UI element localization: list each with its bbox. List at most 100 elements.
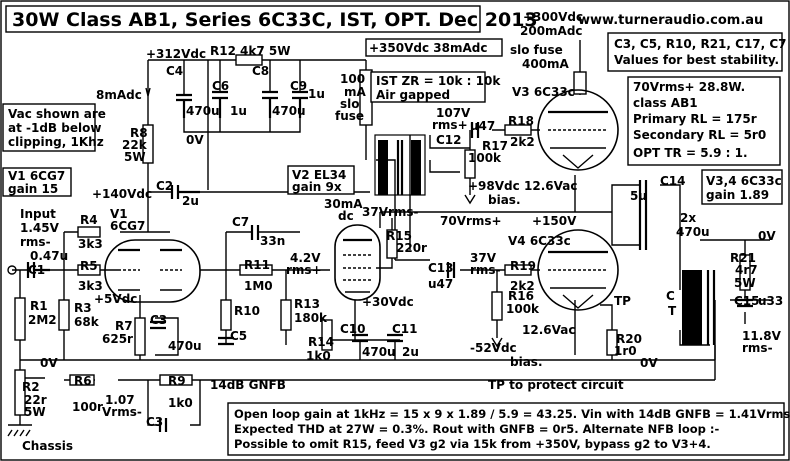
cap-c5 [218,336,234,346]
resistor-r6 [69,374,95,386]
ma30-1: 30mA [324,197,363,211]
cap-c15 [737,298,753,308]
stability-box [607,32,783,72]
gnfb: 14dB GNFB [210,378,286,392]
supply-top-current: 200mAdc [520,24,583,38]
v118-1: 11.8V [742,329,782,343]
r18-name: R18 [508,114,534,128]
v2-box [287,165,355,195]
c13-name: C13 [428,261,454,275]
resistor-r9 [159,374,193,386]
resistor-r12 [235,54,263,66]
r9-value: 1k0 [168,396,193,410]
c15-name: C15 [734,294,760,308]
note-line-1: Open loop gain at 1kHz = 15 x 9 x 1.89 /… [234,407,790,421]
fuse-100-3: slo [340,97,360,111]
fuse-100-4: fuse [335,109,364,123]
supply-top-hv: +300Vdc [523,10,583,24]
resistor-r14 [321,319,333,351]
c1-name: C1 [28,263,45,277]
v37b-2: rms- [470,263,501,277]
c1-value: 0.47u [30,249,68,263]
r1-value: 2M2 [28,313,57,327]
c12-name: C12 [436,133,462,147]
tube-v1 [104,239,201,303]
rail-350-box [365,38,503,57]
r2-value: 22r [24,393,47,407]
resistor-r1 [14,297,26,341]
c3a-value: 470u [168,339,202,353]
c3a-name: C3 [150,313,167,327]
vac126-top: 12.6Vac [524,179,577,193]
fuse-100-1: 100 [340,72,365,86]
capacitors [26,90,753,432]
r10: R10 [234,304,260,318]
input-1: Input [20,207,56,221]
v140: +140Vdc [92,187,152,201]
chassis-ground-icon [7,424,32,437]
c7-name: C7 [232,215,249,229]
v4-label: V4 6C33c [508,234,571,248]
vac-line-2: at -1dB below [8,121,101,135]
r8-value: 22k [122,138,148,152]
v107b-2: Vrms- [102,405,142,419]
bias98-1: +98Vdc [468,179,520,193]
c7-value: 33n [260,234,285,248]
r2-name: R2 [22,380,40,394]
resistor-r5 [77,264,101,276]
r21-value2: 5W [734,276,756,290]
cap-c6 [212,90,228,118]
tp-note: TP to protect circuit [488,378,624,392]
cap-c10 [352,333,368,343]
c13-value: u47 [428,277,453,291]
vac-note-box [2,103,96,152]
notes-box [227,402,785,456]
r15-name: R15 [386,229,412,243]
fuse-400ma [573,71,587,95]
r17-name: R17 [482,139,508,153]
bias52-1: -52Vdc [470,341,517,355]
v1-box-1: V1 6CG7 [8,169,65,183]
cap-c12 [470,122,480,138]
ist-line-1: IST ZR = 10k : 10k [376,74,501,88]
rail-350: +350Vdc 38mAdc [369,41,487,55]
resistor-r3 [58,299,70,331]
v30: +30Vdc [362,295,414,309]
resistor-r17 [464,149,476,179]
c9-value: 1u [308,87,325,101]
c2-value: 2u [182,194,199,208]
vac-line-1: Vac shown are [8,107,106,121]
tube-v4 [537,229,619,311]
c14: C14 [660,174,686,188]
title-box [5,5,481,33]
v1-tube-2: 6CG7 [110,219,145,233]
r19-name: R19 [510,259,536,273]
c6-name: C6 [212,79,229,93]
slo-fuse-top-2: 400mA [522,57,570,71]
r1-name: R1 [30,299,48,313]
out-line-4: Secondary RL = 5r0 [633,128,766,142]
v2-box-2: gain 9x [292,180,342,194]
v107-1: 107V [436,106,471,120]
interstage-transformer [374,134,426,196]
zero-v-bot: 0V [640,356,658,370]
ma8: 8mAdc [96,88,142,102]
ma30-2: dc [338,209,354,223]
title: 30W Class AB1, Series 6C33C, IST, OPT. D… [12,9,538,31]
v34-box-1: V3,4 6C33c [706,174,782,188]
r2-value2: 5W [24,405,46,419]
v34-box [701,169,783,205]
r3-value: 68k [74,315,100,329]
cap-c9 [292,90,308,118]
resistor-r15 [386,229,398,259]
r8-name: R8 [130,126,148,140]
r18-value: 2k2 [510,135,535,149]
zero-v-mid: 0V [186,133,204,147]
out-line-1: 70Vrms+ 28.8W. [633,80,745,94]
resistors [14,54,751,416]
c4-name: C4 [166,64,183,78]
resistor-r11 [239,264,273,276]
r12-name: R12 [210,44,236,58]
r9-name: R9 [168,374,186,388]
